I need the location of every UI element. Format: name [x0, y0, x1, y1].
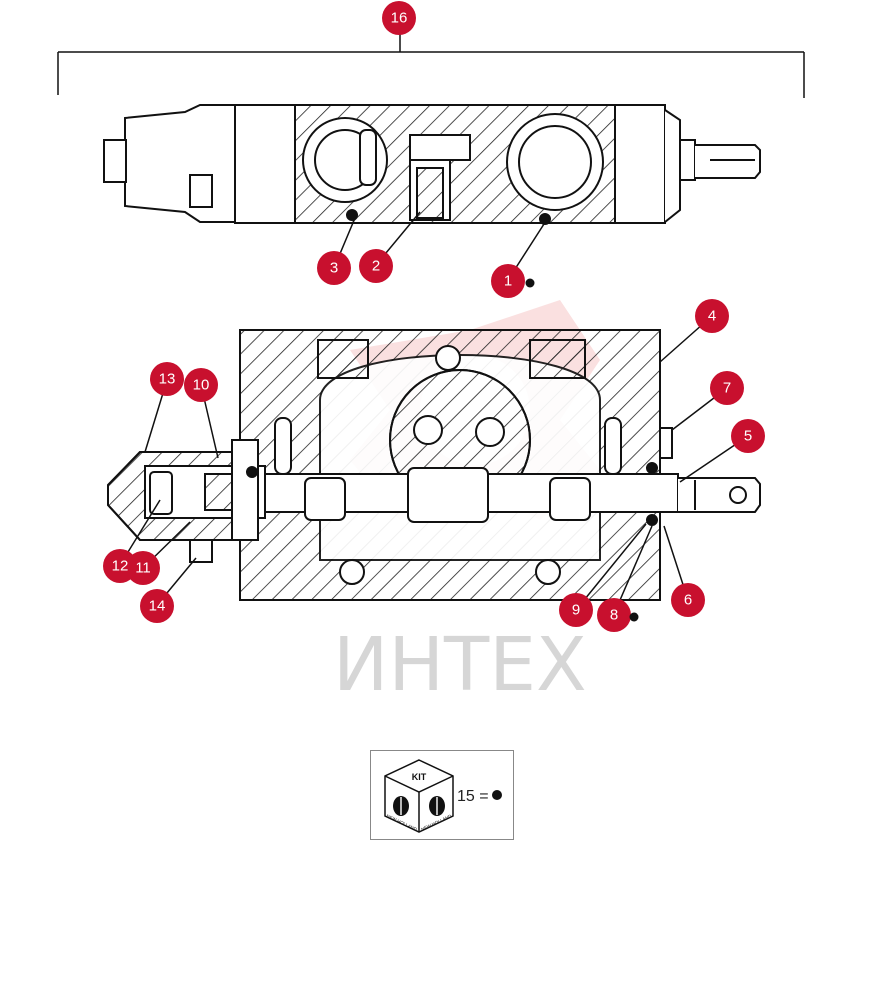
svg-text:7: 7	[723, 380, 731, 397]
svg-text:13: 13	[159, 371, 176, 388]
callout-5[interactable]: 5	[731, 419, 765, 453]
svg-text:9: 9	[572, 602, 580, 619]
svg-text:10: 10	[193, 377, 210, 394]
valve-section-view	[107, 329, 761, 601]
svg-text:4: 4	[708, 308, 716, 325]
svg-text:1: 1	[504, 273, 512, 290]
callout-10[interactable]: 10	[184, 368, 218, 402]
svg-text:12: 12	[112, 558, 129, 575]
svg-text:3: 3	[330, 260, 338, 277]
callout-8[interactable]: 8	[597, 598, 631, 632]
svg-text:14: 14	[149, 598, 166, 615]
svg-text:16: 16	[391, 10, 408, 27]
svg-text:5: 5	[744, 428, 752, 445]
callout-9[interactable]: 9	[559, 593, 593, 627]
callout-2[interactable]: 2	[359, 249, 393, 283]
callout-13[interactable]: 13	[150, 362, 184, 396]
callout-6[interactable]: 6	[671, 583, 705, 617]
svg-text:6: 6	[684, 592, 692, 609]
svg-text:KIT: KIT	[412, 772, 427, 782]
kit-part-dot	[629, 612, 639, 622]
assembly-bracket	[57, 30, 805, 98]
svg-text:11: 11	[135, 560, 151, 577]
kit-cube-icon: KIT NEW HOLLAND NEW HOLLAND	[384, 759, 454, 833]
callout-3[interactable]: 3	[317, 251, 351, 285]
kit-legend-text: 15 =	[457, 788, 489, 805]
brand-leaf-left-icon	[393, 796, 409, 816]
callout-1[interactable]: 1	[491, 264, 525, 298]
svg-text:8: 8	[610, 607, 618, 624]
kit-legend: 15 =	[457, 788, 502, 806]
valve-top-view	[103, 104, 761, 225]
kit-dot-icon	[491, 790, 502, 800]
kit-part-dot	[525, 278, 535, 288]
watermark-text: ИНТЕХ	[333, 622, 587, 708]
callout-14[interactable]: 14	[140, 589, 174, 623]
callout-12[interactable]: 12	[103, 549, 137, 583]
svg-text:2: 2	[372, 258, 380, 275]
kit-legend-box: KIT NEW HOLLAND NEW HOLLAND	[370, 750, 514, 840]
callout-7[interactable]: 7	[710, 371, 744, 405]
brand-leaf-right-icon	[429, 796, 445, 816]
callout-16[interactable]: 16	[382, 1, 416, 35]
callout-4[interactable]: 4	[695, 299, 729, 333]
